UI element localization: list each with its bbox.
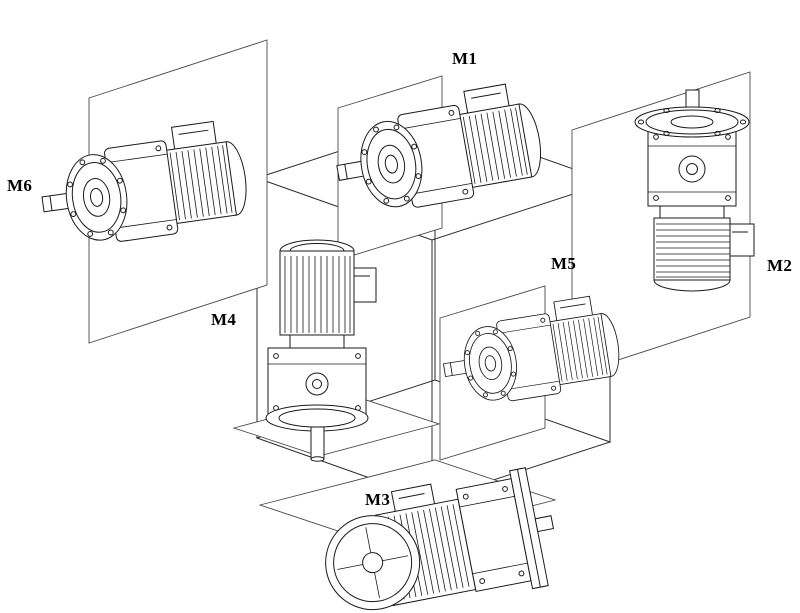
label-m4: M4 [211,310,237,329]
label-m2: M2 [767,256,793,275]
label-m6: M6 [7,176,33,195]
label-m5: M5 [551,254,577,273]
label-m1: M1 [452,49,478,68]
label-m3: M3 [365,490,391,509]
